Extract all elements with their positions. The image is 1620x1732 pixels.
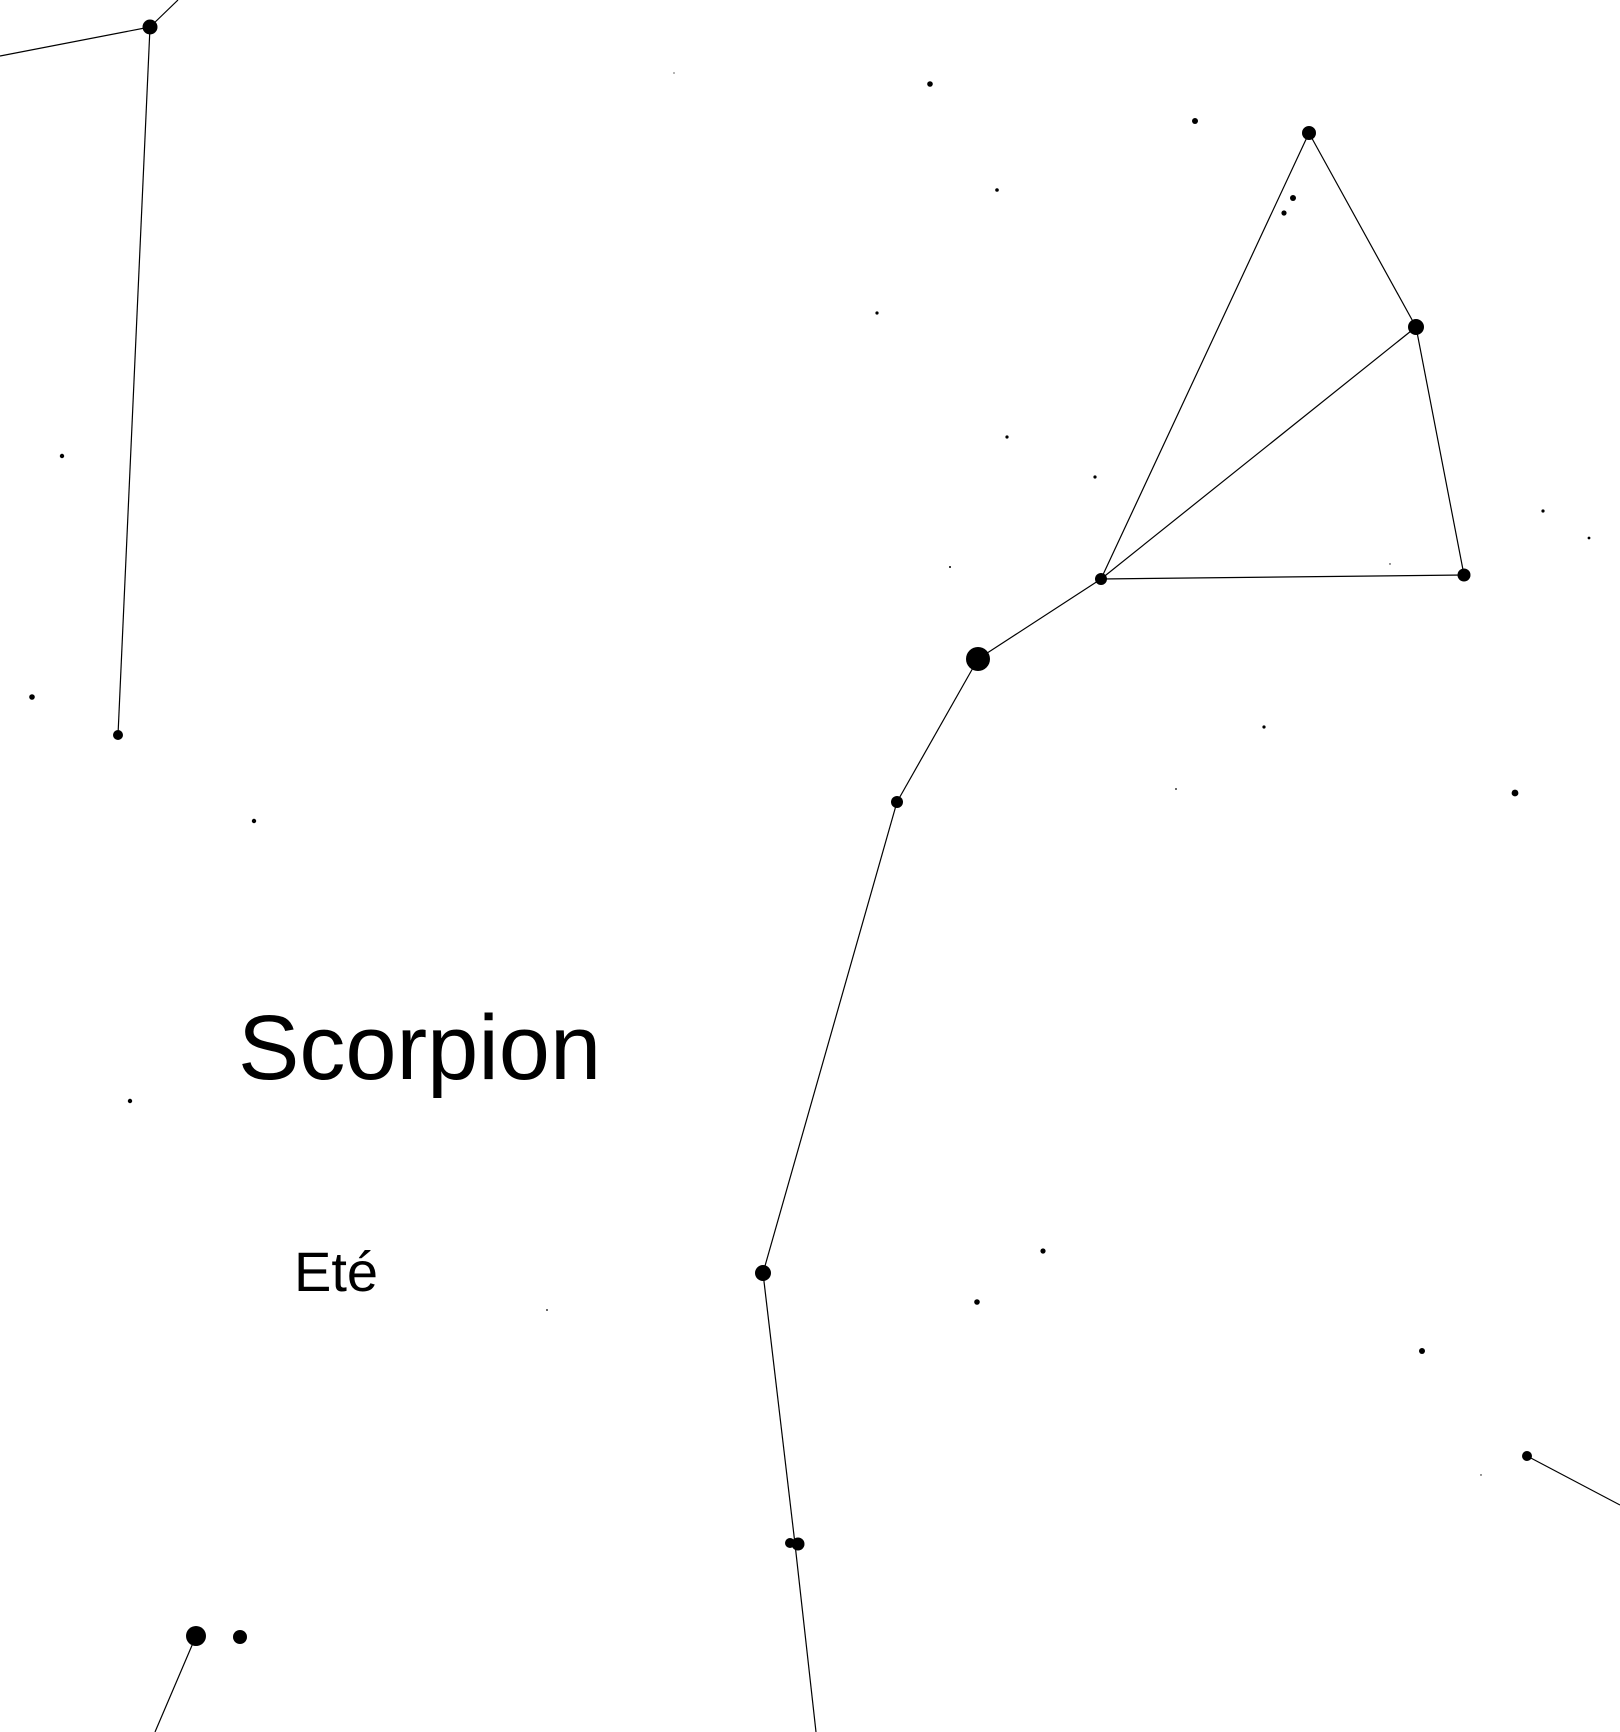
star [1419, 1348, 1425, 1354]
star [546, 1309, 548, 1311]
constellation-line [1308, 132, 1417, 328]
constellation-line [762, 1272, 796, 1545]
constellation-line [1415, 326, 1465, 576]
star [1175, 788, 1177, 790]
constellation-name-label: Scorpion [238, 997, 602, 1099]
star [1005, 435, 1009, 439]
star [875, 311, 879, 315]
star [29, 694, 35, 700]
star [995, 188, 999, 192]
constellation-line [117, 26, 151, 736]
star [233, 1630, 247, 1644]
constellation-line [762, 801, 898, 1274]
star [1480, 1474, 1482, 1476]
star [927, 81, 933, 87]
star [949, 566, 951, 568]
star [1095, 573, 1107, 585]
star [1262, 725, 1266, 729]
star [1541, 509, 1545, 513]
constellation-line [1100, 326, 1417, 580]
star [1408, 319, 1424, 335]
star [1302, 126, 1316, 140]
star [127, 1098, 133, 1104]
season-label: Eté [294, 1240, 379, 1303]
star [1281, 210, 1287, 216]
star [1511, 789, 1519, 797]
star [791, 1537, 805, 1551]
constellation-line [896, 658, 979, 803]
star [966, 647, 990, 671]
star [142, 19, 158, 35]
star [1457, 568, 1471, 582]
star [186, 1626, 206, 1646]
constellation-line [794, 1543, 817, 1732]
star [974, 1299, 980, 1305]
star [113, 730, 123, 740]
star [1587, 536, 1591, 540]
star [1040, 1248, 1046, 1254]
constellation-line [154, 1635, 197, 1732]
star [1389, 563, 1391, 565]
constellation-line [977, 578, 1102, 660]
star [1093, 475, 1097, 479]
star [891, 796, 903, 808]
star [755, 1265, 771, 1281]
constellation-line [0, 26, 151, 57]
star [1522, 1451, 1532, 1461]
constellation-line [1526, 1455, 1620, 1506]
star [1290, 195, 1296, 201]
constellation-line [1100, 132, 1310, 580]
star [251, 818, 257, 824]
star [59, 453, 65, 459]
star [1192, 118, 1198, 124]
constellation-line [1100, 574, 1465, 580]
star [673, 72, 675, 74]
